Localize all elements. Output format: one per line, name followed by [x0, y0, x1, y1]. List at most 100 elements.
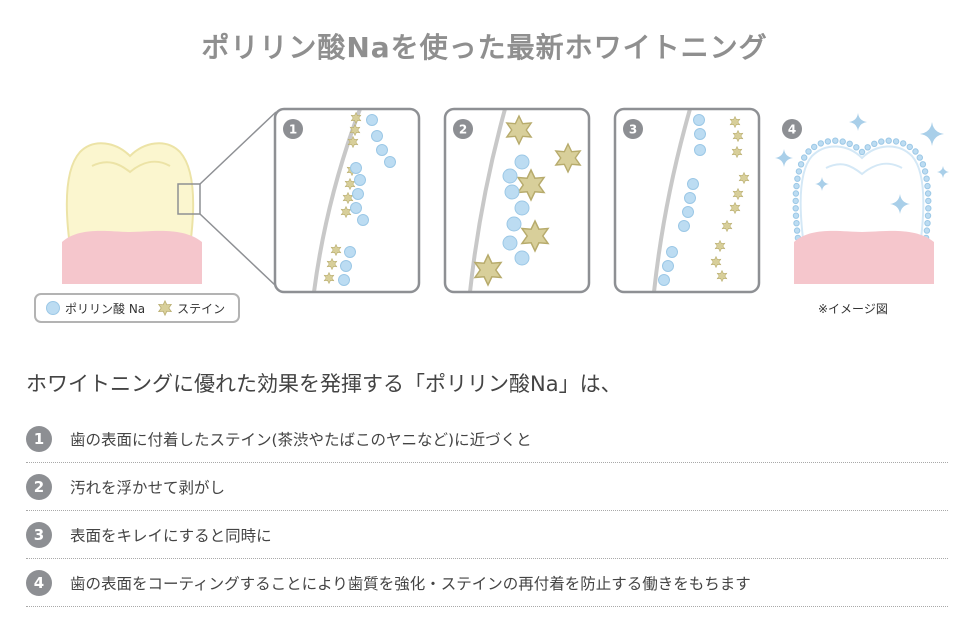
polyphosphate-molecule	[921, 168, 929, 175]
polyphosphate-molecule	[662, 260, 674, 272]
legend-stain-label: ステイン	[177, 301, 226, 316]
step-item-1: 1 歯の表面に付着したステイン(茶渋やたばこのヤニなど)に近づくと	[26, 415, 948, 463]
polyphosphate-molecule	[923, 175, 930, 182]
polyphosphate-molecule	[514, 250, 530, 266]
lead-text: ホワイトニングに優れた効果を発揮する「ポリリン酸Na」は、	[26, 372, 622, 396]
panel-1-stain-approach: 1	[273, 107, 421, 294]
panel-2-badge	[453, 119, 473, 139]
polyphosphate-molecule	[817, 140, 824, 147]
step-text: 歯の表面に付着したステイン(茶渋やたばこのヤニなど)に近づくと	[70, 430, 532, 449]
sparkle-icon	[937, 166, 949, 178]
panel-3-badge	[623, 119, 643, 139]
polyphosphate-molecule	[693, 114, 705, 126]
polyphosphate-molecule	[354, 174, 366, 186]
polyphosphate-molecule	[846, 140, 853, 147]
polyphosphate-molecule	[658, 274, 670, 286]
image-note: ※イメージ図	[818, 302, 888, 316]
polyphosphate-molecule	[839, 138, 846, 145]
polyphosphate-molecule	[504, 184, 520, 200]
polyphosphate-molecule	[871, 140, 878, 147]
polyphosphate-molecule	[824, 138, 832, 145]
page-title: ポリリン酸Naを使った最新ホワイトニング	[201, 31, 768, 64]
polyphosphate-molecule	[384, 156, 396, 168]
polyphosphate-molecule	[344, 246, 356, 258]
svg-text:4: 4	[788, 123, 796, 137]
polyphosphate-molecule	[357, 214, 369, 226]
polyphosphate-molecule	[924, 220, 931, 227]
polyphosphate-molecule	[338, 274, 350, 286]
panel-1-badge	[283, 119, 303, 139]
polyphosphate-molecule	[352, 188, 364, 200]
polyphosphate-molecule	[371, 130, 383, 142]
polyphosphate-molecule	[923, 227, 931, 234]
polyphosphate-molecule	[794, 175, 801, 182]
polyphosphate-molecule	[892, 138, 900, 145]
stain-icon	[158, 300, 172, 316]
step-text: 汚れを浮かせて剥がし	[70, 478, 226, 497]
polyphosphate-molecule	[924, 190, 932, 197]
polyphosphate-molecule	[514, 200, 530, 216]
polyphosphate-molecule	[925, 197, 932, 205]
step-text: 歯の表面をコーティングすることにより歯質を強化・ステインの再付着を防止する働きを…	[70, 574, 751, 593]
step-number-badge: 2	[26, 473, 52, 500]
polyphosphate-molecule	[864, 144, 871, 151]
polyphosphate-molecule	[924, 212, 932, 219]
polyphosphate-molecule-icon	[46, 301, 60, 315]
polyphosphate-molecule	[793, 182, 800, 190]
panel-2-stain-lifting: 2	[443, 107, 591, 294]
polyphosphate-molecule	[925, 205, 932, 212]
panel-4-coated-tooth: 4	[775, 113, 949, 284]
polyphosphate-molecule	[514, 154, 530, 170]
step-item-3: 3 表面をキレイにすると同時に	[26, 511, 948, 559]
polyphosphate-molecule	[694, 128, 706, 140]
sparkle-icon	[775, 149, 793, 167]
polyphosphate-molecule	[797, 161, 805, 168]
polyphosphate-molecule	[900, 140, 907, 147]
svg-text:1: 1	[289, 123, 297, 137]
polyphosphate-molecule	[350, 162, 362, 174]
polyphosphate-molecule	[793, 220, 800, 227]
step-item-4: 4 歯の表面をコーティングすることにより歯質を強化・ステインの再付着を防止する働…	[26, 559, 948, 607]
polyphosphate-molecule	[366, 114, 378, 126]
polyphosphate-molecule	[684, 192, 696, 204]
polyphosphate-molecule	[502, 235, 518, 251]
polyphosphate-molecule	[792, 212, 800, 219]
svg-text:2: 2	[459, 123, 467, 137]
step-number-badge: 1	[26, 425, 52, 452]
polyphosphate-molecule	[811, 143, 818, 151]
polyphosphate-molecule	[885, 137, 892, 144]
step-text: 表面をキレイにすると同時に	[70, 526, 272, 545]
polyphosphate-molecule	[853, 144, 860, 151]
legend-polyphosphate-label: ポリリン酸 Na	[65, 301, 146, 316]
polyphosphate-molecule	[678, 220, 690, 232]
legend: ポリリン酸 Na ステイン	[34, 293, 240, 323]
stained-tooth-illustration	[62, 111, 277, 287]
polyphosphate-molecule	[924, 182, 931, 190]
polyphosphate-molecule	[694, 144, 706, 156]
polyphosphate-molecule	[878, 138, 885, 145]
polyphosphate-molecule	[687, 178, 699, 190]
sparkle-icon	[849, 113, 867, 131]
steps-list: 1 歯の表面に付着したステイン(茶渋やたばこのヤニなど)に近づくと 2 汚れを浮…	[26, 415, 948, 607]
polyphosphate-molecule	[340, 260, 352, 272]
polyphosphate-molecule	[376, 144, 388, 156]
sparkle-icon	[920, 122, 944, 146]
panel-4-badge	[782, 119, 802, 139]
polyphosphate-molecule	[916, 154, 923, 161]
polyphosphate-molecule	[906, 143, 913, 151]
polyphosphate-molecule	[919, 161, 927, 168]
polyphosphate-molecule	[666, 246, 678, 258]
polyphosphate-molecule	[502, 168, 518, 184]
polyphosphate-molecule	[832, 137, 839, 144]
whitening-diagram: 1 2 3 4	[62, 107, 949, 294]
step-number-badge: 4	[26, 569, 52, 596]
polyphosphate-molecule	[792, 205, 799, 212]
step-item-2: 2 汚れを浮かせて剥がし	[26, 463, 948, 511]
polyphosphate-molecule	[792, 190, 800, 197]
polyphosphate-molecule	[682, 206, 694, 218]
polyphosphate-molecule	[795, 168, 803, 175]
panel-3-clean-surface: 3	[613, 107, 761, 294]
polyphosphate-molecule	[793, 227, 801, 234]
polyphosphate-molecule	[858, 148, 866, 156]
polyphosphate-molecule	[805, 148, 812, 155]
